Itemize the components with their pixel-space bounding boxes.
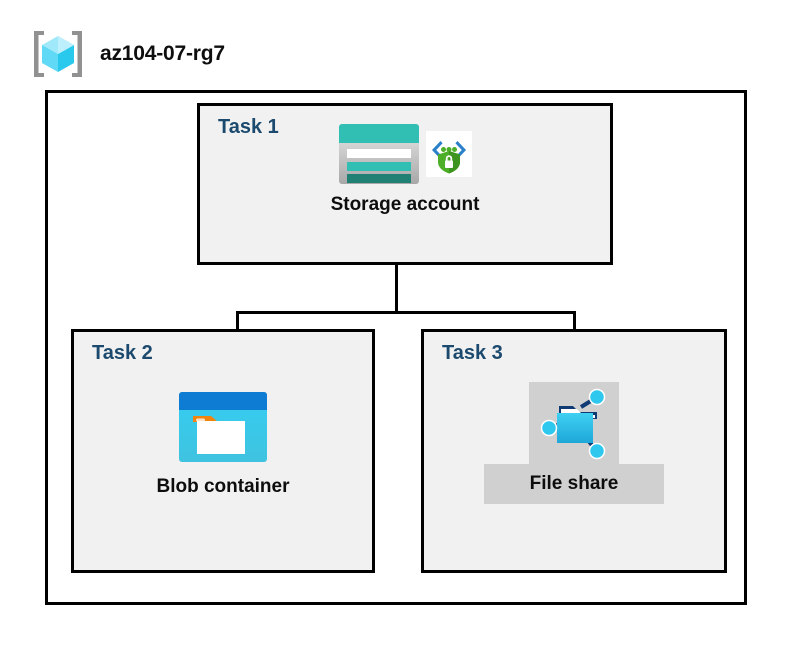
connector-horizontal-bus — [236, 311, 576, 314]
file-share-icon — [540, 388, 606, 460]
file-share-node[interactable]: File share — [424, 382, 724, 504]
storage-account-icon — [339, 124, 419, 184]
blob-container-icon — [179, 392, 267, 462]
file-share-caption: File share — [483, 464, 665, 504]
task-1-box: Task 1 — [197, 103, 613, 265]
storage-account-icon-row — [338, 123, 472, 185]
blob-container-node[interactable]: Blob container — [74, 390, 372, 498]
task-1-label: Task 1 — [218, 116, 279, 138]
task-3-label: Task 3 — [442, 342, 503, 364]
resource-group-icon — [34, 31, 82, 77]
connector-storage-trunk — [395, 265, 398, 313]
resource-group-boundary — [45, 90, 747, 605]
task-2-label: Task 2 — [92, 342, 153, 364]
resource-group-header: az104-07-rg7 — [30, 26, 350, 82]
blob-container-caption: Blob container — [156, 476, 290, 497]
file-share-icon-highlight — [529, 382, 619, 464]
secure-endpoint-icon — [426, 131, 472, 177]
resource-group-name: az104-07-rg7 — [100, 42, 225, 65]
task-3-box: Task 3 — [421, 329, 727, 573]
storage-account-caption: Storage account — [330, 194, 480, 215]
storage-account-node[interactable]: Storage account — [200, 123, 610, 216]
task-2-box: Task 2 Blob container — [71, 329, 375, 573]
